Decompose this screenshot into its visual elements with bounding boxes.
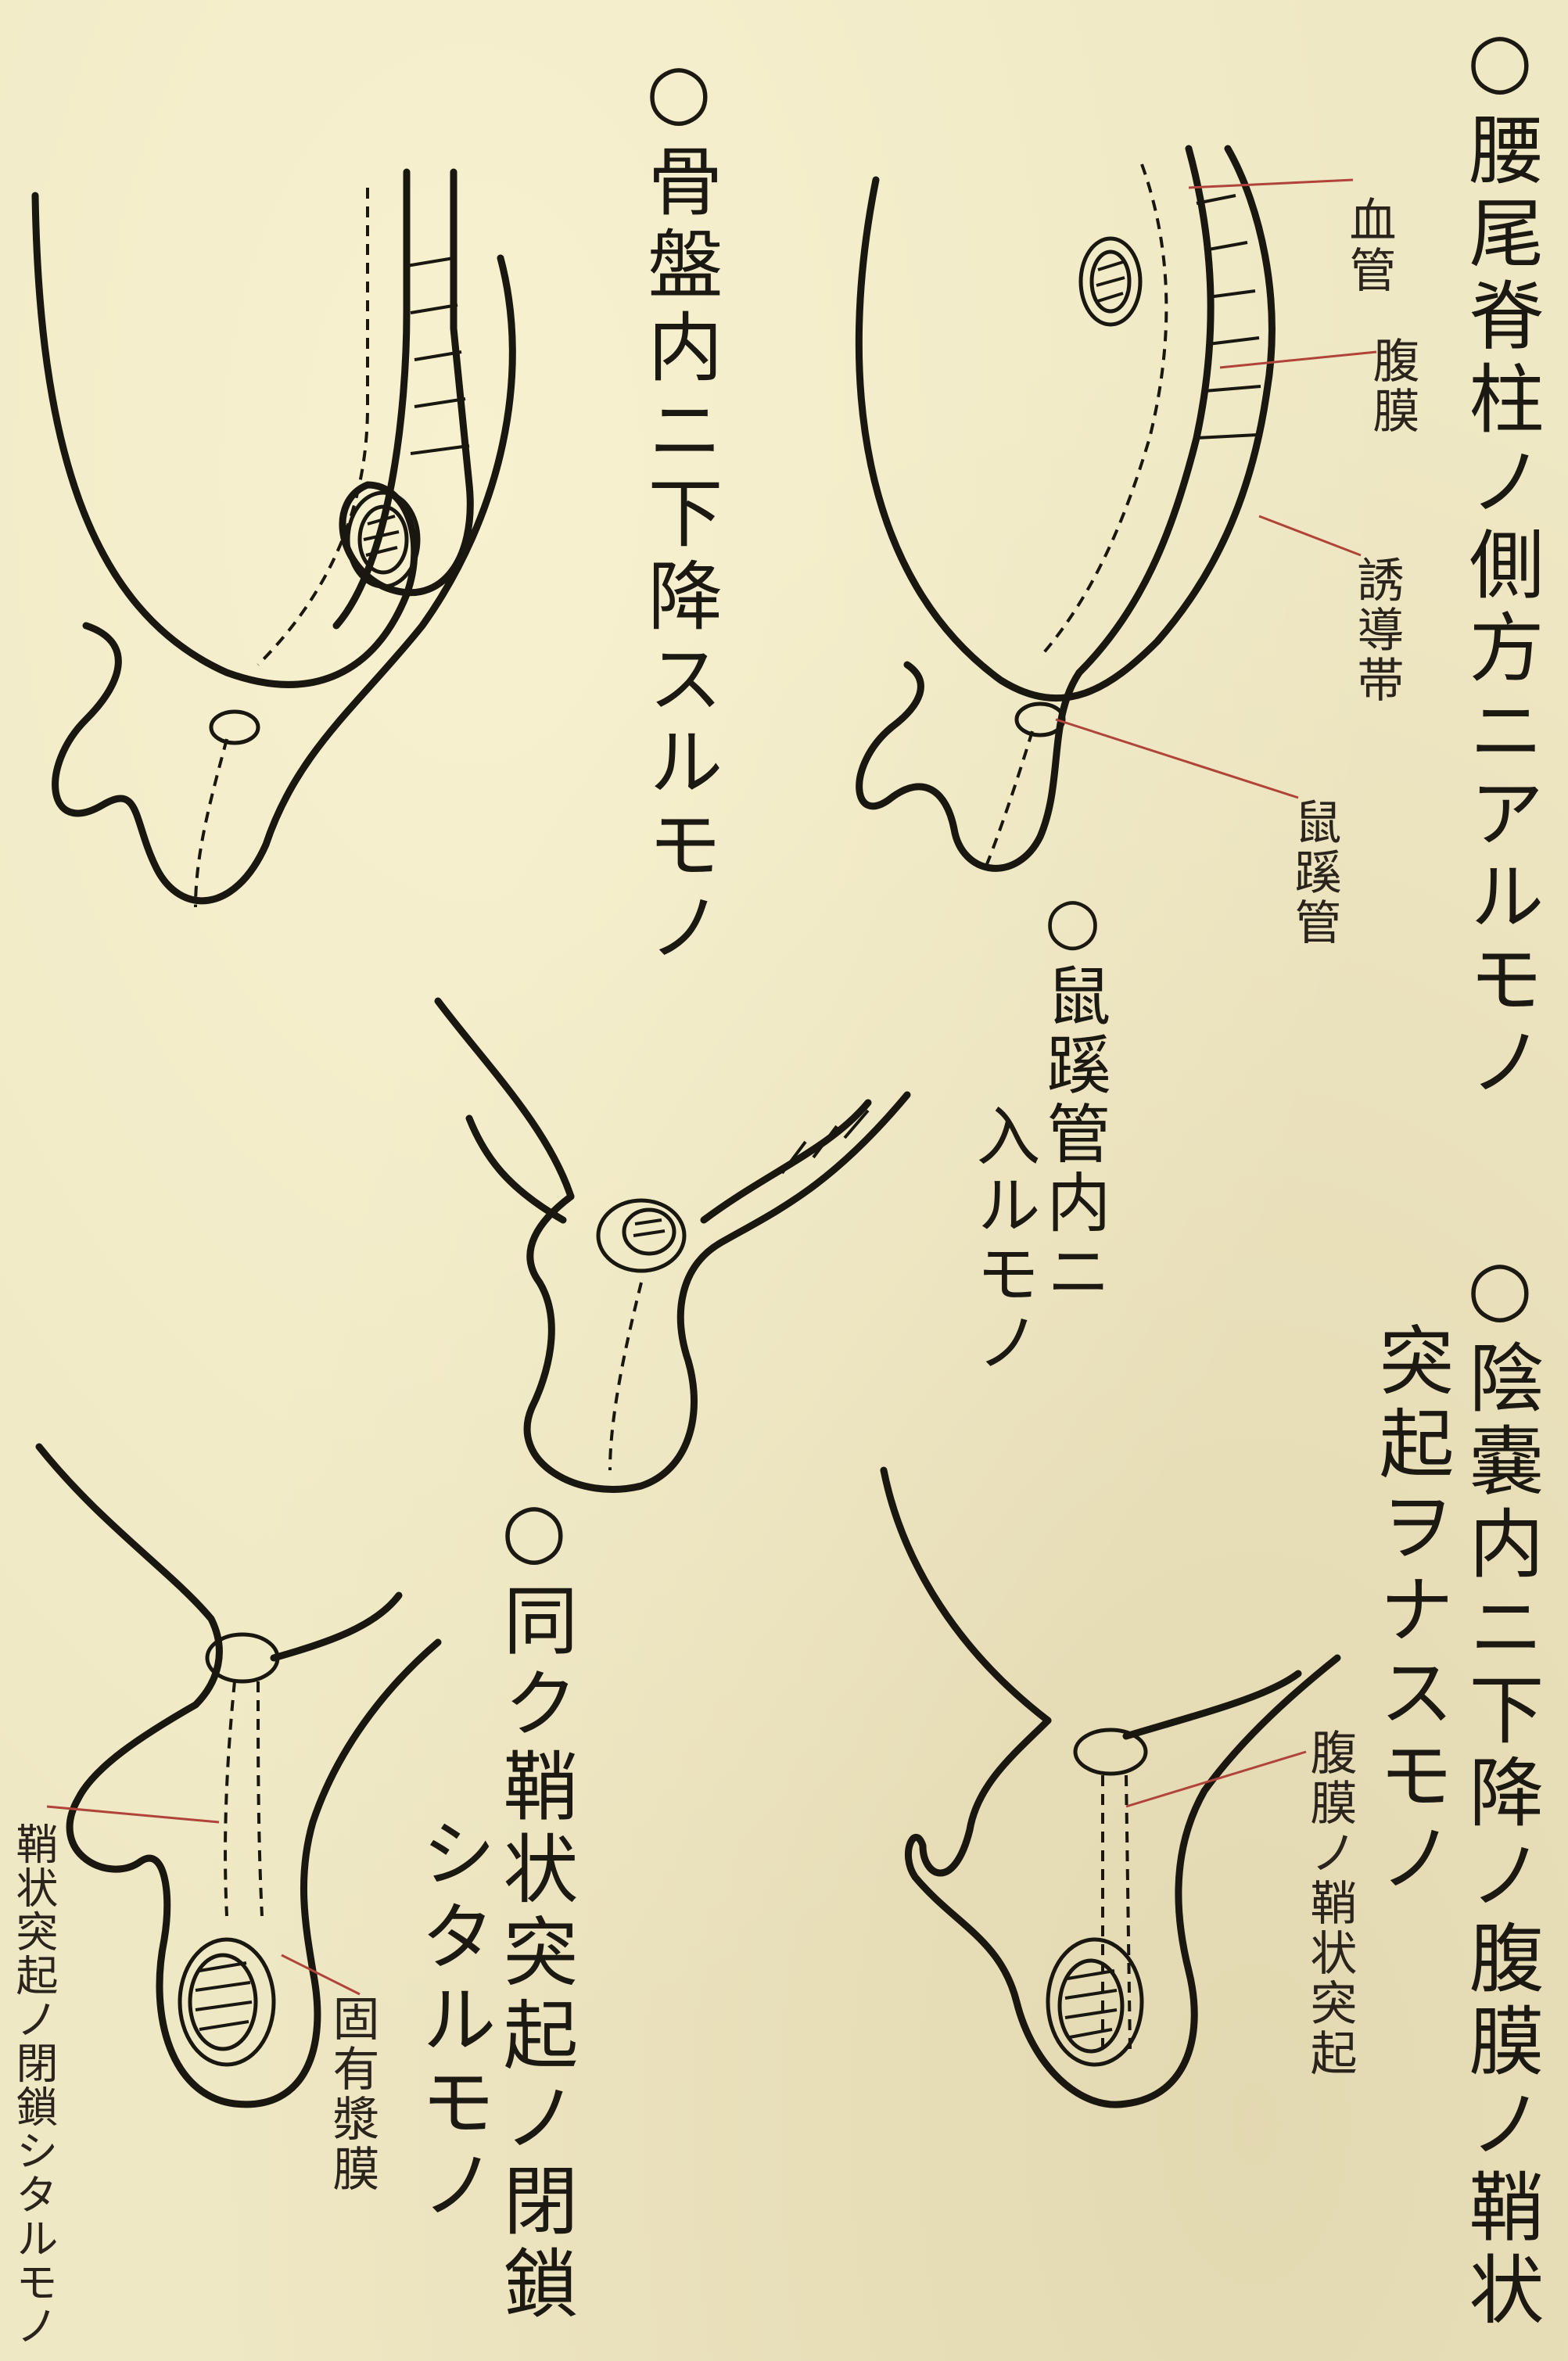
- figure-lumbar: [859, 149, 1376, 868]
- caption-scrotal-1: ○陰嚢内ニ下降ノ腹膜ノ鞘状: [1462, 1243, 1538, 2334]
- caption-lumbar-side: ○腰尾脊柱ノ側方ニアルモノ: [1462, 16, 1538, 1106]
- label-tunica-propria: 固有漿膜: [328, 1994, 375, 2194]
- caption-closure-1: ○同ク鞘状突起ノ閉鎖: [497, 1486, 572, 2327]
- caption-pelvic-descent: ○骨盤内ニ下降スルモノ: [641, 47, 716, 971]
- caption-scrotal-2: 突起ヲナスモノ: [1372, 1322, 1448, 1902]
- figure-scrotal: [884, 1470, 1337, 2104]
- label-peritoneum: 腹膜: [1369, 336, 1416, 436]
- caption-inguinal-2: 入ルモノ: [970, 1103, 1034, 1378]
- label-vessel: 血管: [1345, 196, 1392, 296]
- figure-inguinal: [438, 1001, 907, 1489]
- label-vaginal-process: 腹膜ノ鞘状突起: [1306, 1728, 1353, 2079]
- caption-closure-2: シタルモノ: [414, 1814, 490, 2229]
- label-inguinal-canal: 鼠蹊管: [1290, 798, 1337, 948]
- label-gubernaculum: 誘導帯: [1353, 555, 1400, 705]
- label-closed-process: 鞘状突起ノ閉鎖シタルモノ: [12, 1822, 54, 2348]
- caption-inguinal-1: ○鼠蹊管内ニ: [1040, 884, 1104, 1307]
- figure-pelvic-descent: [35, 172, 512, 907]
